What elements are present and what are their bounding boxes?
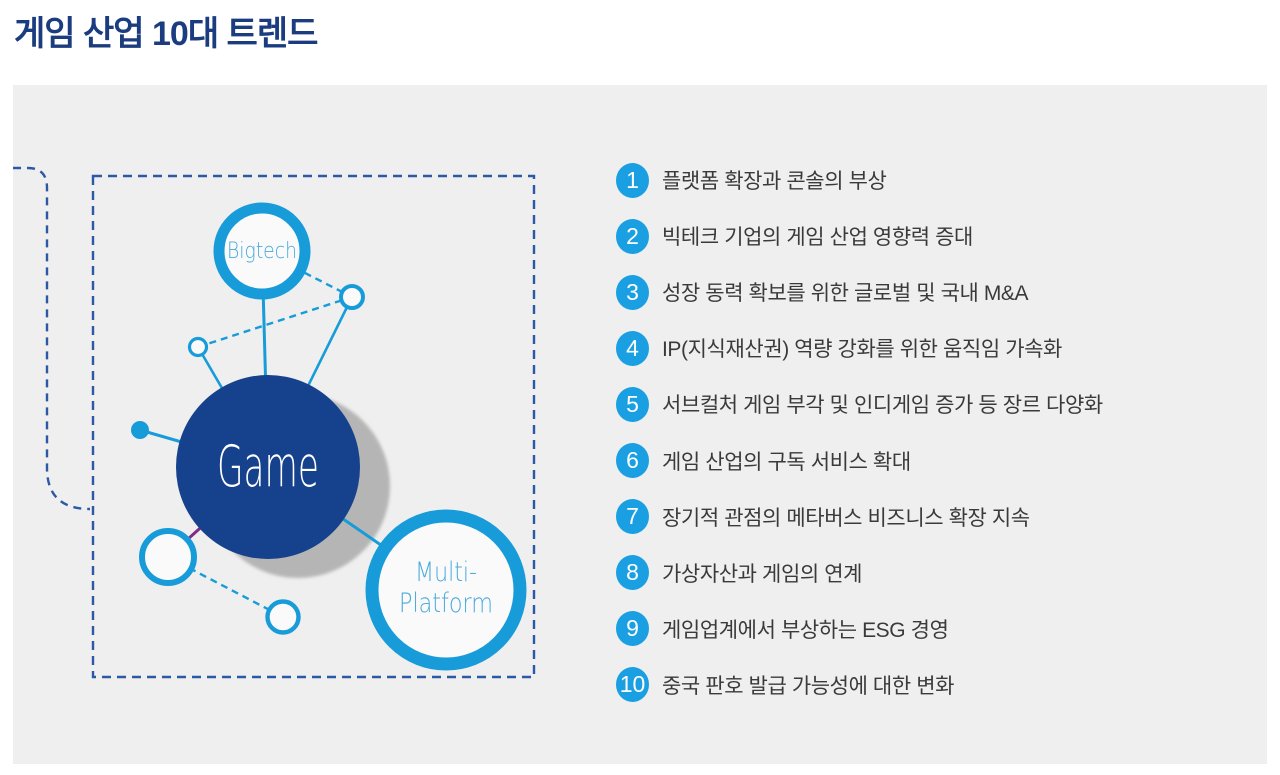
trend-label: 빅테크 기업의 게임 산업 영향력 증대	[662, 226, 973, 250]
trend-item: 2 빅테크 기업의 게임 산업 영향력 증대	[616, 208, 1236, 264]
trend-item: 8 가상자산과 게임의 연계	[616, 545, 1236, 601]
trend-label: 중국 판호 발급 가능성에 대한 변화	[662, 674, 955, 698]
trend-label: 장기적 관점의 메타버스 비즈니스 확장 지속	[662, 506, 1030, 530]
trend-number-badge: 2	[616, 218, 649, 254]
trend-number-badge: 1	[616, 162, 649, 198]
trend-item: 3 성장 동력 확보를 위한 글로벌 및 국내 M&A	[616, 264, 1236, 320]
trend-label: 플랫폼 확장과 콘솔의 부상	[662, 170, 887, 194]
trend-number-badge: 9	[616, 611, 649, 647]
trend-label: 가상자산과 게임의 연계	[662, 562, 863, 586]
bigtech-circle	[213, 202, 311, 300]
trend-label: 게임 산업의 구독 서비스 확대	[662, 450, 911, 474]
bottom-left-ring	[139, 528, 197, 586]
trend-item: 1 플랫폼 확장과 콘솔의 부상	[616, 152, 1236, 208]
trend-list: 1 플랫폼 확장과 콘솔의 부상 2 빅테크 기업의 게임 산업 영향력 증대 …	[616, 152, 1236, 713]
dashed-link-leftnode-rightnode	[197, 295, 353, 349]
trend-item: 6 게임 산업의 구독 서비스 확대	[616, 432, 1236, 488]
trend-item: 4 IP(지식재산권) 역량 강화를 위한 움직임 가속화	[616, 320, 1236, 376]
bigtech-label: Bigtech	[227, 239, 297, 264]
game-trends-diagram: Bigtech Game Multi- Platform	[13, 166, 536, 679]
trend-item: 7 장기적 관점의 메타버스 비즈니스 확장 지속	[616, 489, 1236, 545]
trend-number-badge: 4	[616, 330, 649, 366]
trend-label: 서브컬처 게임 부각 및 인디게임 증가 등 장르 다양화	[662, 394, 1103, 418]
trend-number-badge: 8	[616, 555, 649, 591]
page-title: 게임 산업 10대 트렌드	[14, 15, 318, 53]
right-satellite-circle	[339, 284, 365, 310]
game-label: Game	[217, 434, 319, 500]
dashed-link-bottomring-smallring	[167, 555, 284, 619]
trend-number-badge: 10	[616, 667, 649, 703]
trend-label: 게임업계에서 부상하는 ESG 경영	[662, 618, 949, 642]
bottom-small-ring	[265, 599, 301, 635]
trend-label: IP(지식재산권) 역량 강화를 위한 움직임 가속화	[662, 338, 1062, 362]
left-satellite-circle	[187, 336, 209, 358]
trend-number-badge: 3	[616, 274, 649, 310]
multi-platform-label-line2: Platform	[399, 588, 493, 619]
filled-dot-node	[131, 421, 149, 439]
trend-number-badge: 7	[616, 499, 649, 535]
dashed-frame	[91, 174, 536, 679]
trend-item: 10 중국 판호 발급 가능성에 대한 변화	[616, 657, 1236, 713]
trend-label: 성장 동력 확보를 위한 글로벌 및 국내 M&A	[662, 282, 1029, 306]
game-circle	[176, 375, 360, 559]
multi-platform-label-line1: Multi-	[415, 557, 477, 588]
trend-item: 9 게임업계에서 부상하는 ESG 경영	[616, 601, 1236, 657]
trend-number-badge: 5	[616, 386, 649, 422]
trend-number-badge: 6	[616, 443, 649, 479]
trend-item: 5 서브컬처 게임 부각 및 인디게임 증가 등 장르 다양화	[616, 376, 1236, 432]
multi-platform-circle	[365, 509, 527, 671]
dashed-hook-line	[13, 166, 91, 511]
